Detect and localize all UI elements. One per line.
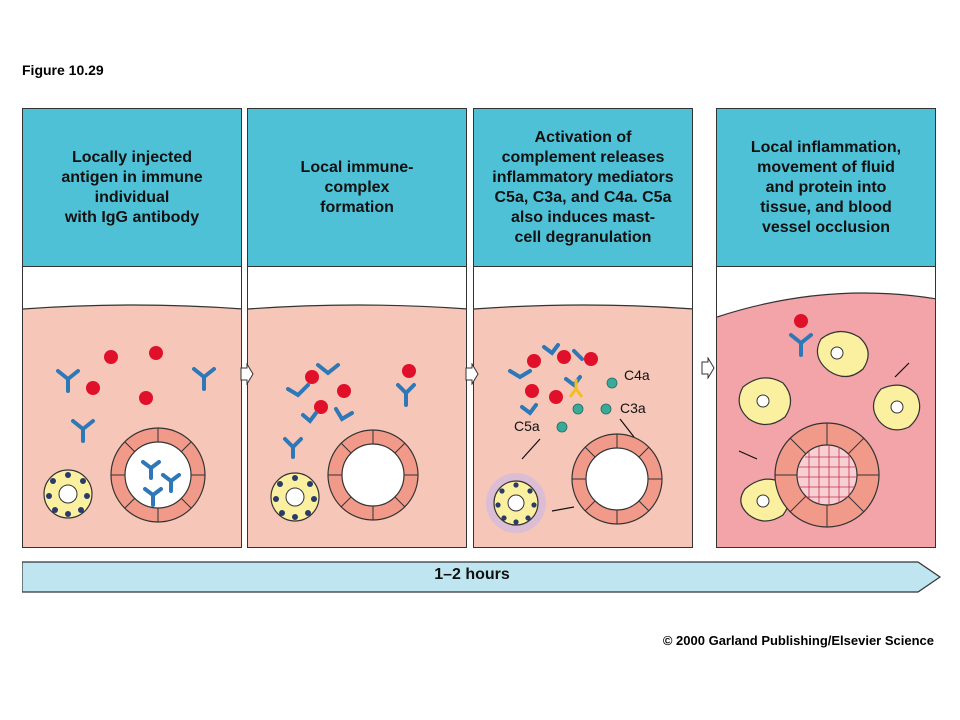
panel-3-title: Activation of complement releases inflam… xyxy=(492,128,674,246)
arrow-c5a-to-mast-cell xyxy=(521,438,541,460)
panel-2-header: Local immune- complex formation xyxy=(248,109,466,267)
panel-arrow-2 xyxy=(465,363,479,385)
inflammatory-cell-right xyxy=(872,384,921,431)
blood-vessel xyxy=(110,427,206,523)
panel-4-illustration xyxy=(717,267,935,528)
occluded-blood-vessel xyxy=(774,422,880,528)
panel-2-title: Local immune- complex formation xyxy=(300,158,414,216)
mast-cell xyxy=(43,469,93,519)
panel-4: Local inflammation, movement of fluid an… xyxy=(716,108,936,548)
c5a-molecule xyxy=(556,421,568,433)
copyright-credit: © 2000 Garland Publishing/Elsevier Scien… xyxy=(662,633,934,648)
arrow-mast-cell-to-vessel xyxy=(551,506,575,512)
c5a-label: C5a xyxy=(514,418,540,434)
immune-complex xyxy=(286,363,354,424)
inflammatory-cell-left xyxy=(738,377,792,426)
panel-2: Local immune- complex formation xyxy=(247,108,467,548)
inflammatory-cell-top xyxy=(816,330,869,378)
c3a-molecule-2 xyxy=(572,403,584,415)
panel-1-title: Locally injected antigen in immune indiv… xyxy=(61,148,203,226)
c3a-molecule xyxy=(600,403,612,415)
degranulating-mast-cell xyxy=(486,473,546,533)
panel-2-illustration xyxy=(248,267,466,522)
blood-vessel xyxy=(327,429,419,521)
panel-3: Activation of complement releases inflam… xyxy=(473,108,693,548)
panel-3-illustration: C4a C3a C5a xyxy=(474,267,692,533)
immune-complex xyxy=(508,343,598,416)
blood-vessel xyxy=(571,433,663,525)
antigen-antibody-pair xyxy=(396,364,416,407)
arrow-migration-left xyxy=(738,450,758,460)
antigen xyxy=(86,346,163,405)
free-antibody xyxy=(283,437,303,459)
c4a-molecule xyxy=(606,377,618,389)
arrow-migration-right xyxy=(894,362,910,378)
panel-4-header: Local inflammation, movement of fluid an… xyxy=(717,109,935,267)
panel-1: Locally injected antigen in immune indiv… xyxy=(22,108,242,548)
timeline-label: 1–2 hours xyxy=(434,566,510,583)
c4a-label: C4a xyxy=(624,367,650,383)
panel-3-header: Activation of complement releases inflam… xyxy=(474,109,692,267)
panel-arrow-3 xyxy=(701,357,715,379)
timeline-arrow: 1–2 hours xyxy=(22,558,942,596)
c3a-label: C3a xyxy=(620,400,646,416)
panel-arrow-1 xyxy=(240,363,254,385)
figure-label: Figure 10.29 xyxy=(22,62,104,78)
c-mediators xyxy=(556,377,618,433)
complement-c1 xyxy=(568,379,584,398)
mast-cell xyxy=(270,472,320,522)
antigen-antibody-complex xyxy=(789,314,813,357)
arrow-c3a-to-vessel xyxy=(619,418,635,438)
panel-4-title: Local inflammation, movement of fluid an… xyxy=(750,138,902,236)
epidermis-layer xyxy=(23,267,241,309)
antibody-in-vessel xyxy=(141,460,181,507)
panel-1-illustration xyxy=(23,267,241,523)
igg-antibody xyxy=(56,367,216,443)
panel-1-header: Locally injected antigen in immune indiv… xyxy=(23,109,241,267)
